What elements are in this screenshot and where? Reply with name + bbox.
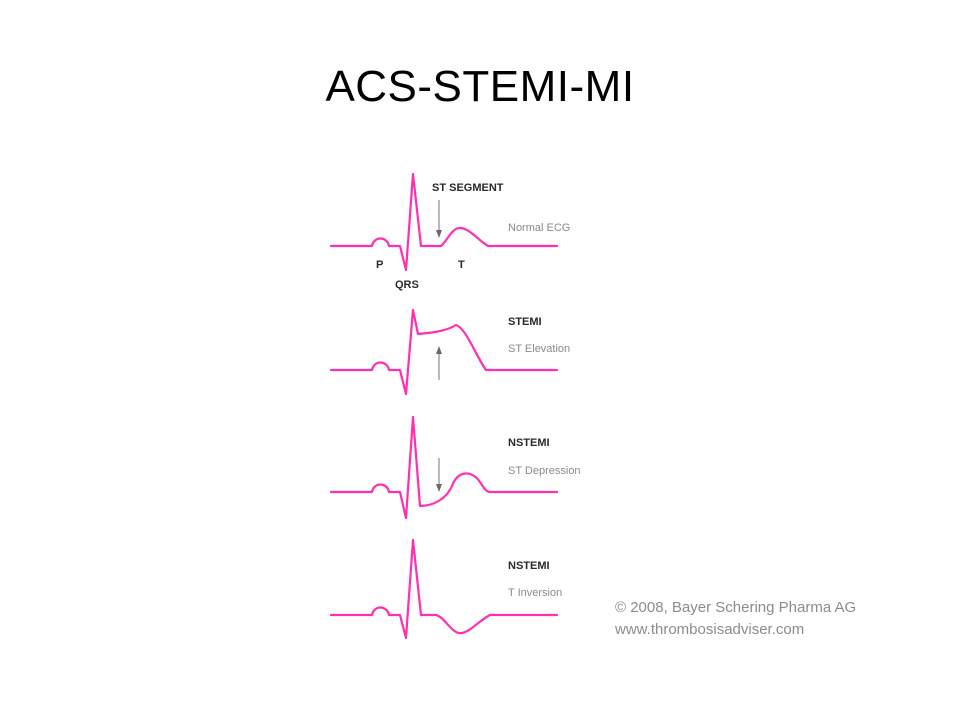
panel-nstemi-t-inversion: NSTEMI T Inversion	[329, 538, 562, 640]
copyright-url: www.thrombosisadviser.com	[614, 621, 804, 638]
nstemi-label: NSTEMI	[508, 560, 550, 572]
t-inversion-label: T Inversion	[508, 587, 562, 599]
p-wave-label: P	[376, 259, 383, 271]
copyright-line: © 2008, Bayer Schering Pharma AG	[615, 599, 856, 616]
panel-nstemi-st-depression: NSTEMI ST Depression	[329, 415, 581, 520]
ecg-trace-nstemi-t	[329, 538, 559, 640]
st-segment-label: ST SEGMENT	[432, 182, 504, 194]
arrow-down-icon	[436, 484, 442, 492]
arrow-up-icon	[436, 346, 442, 354]
panel-normal-ecg: ST SEGMENT Normal ECG P T QRS	[329, 172, 570, 291]
st-elevation-label: ST Elevation	[508, 343, 570, 355]
arrow-down-icon	[436, 230, 442, 238]
panel-stemi: STEMI ST Elevation	[329, 308, 570, 396]
normal-ecg-label: Normal ECG	[508, 222, 570, 234]
stemi-label: STEMI	[508, 316, 542, 328]
st-depression-label: ST Depression	[508, 465, 581, 477]
nstemi-label: NSTEMI	[508, 437, 550, 449]
ecg-trace-stemi	[329, 308, 559, 396]
qrs-label: QRS	[395, 279, 419, 291]
ecg-trace-normal	[329, 172, 559, 272]
t-wave-label: T	[458, 259, 465, 271]
slide-title: ACS-STEMI-MI	[325, 62, 635, 111]
ecg-trace-nstemi-st	[329, 415, 559, 520]
